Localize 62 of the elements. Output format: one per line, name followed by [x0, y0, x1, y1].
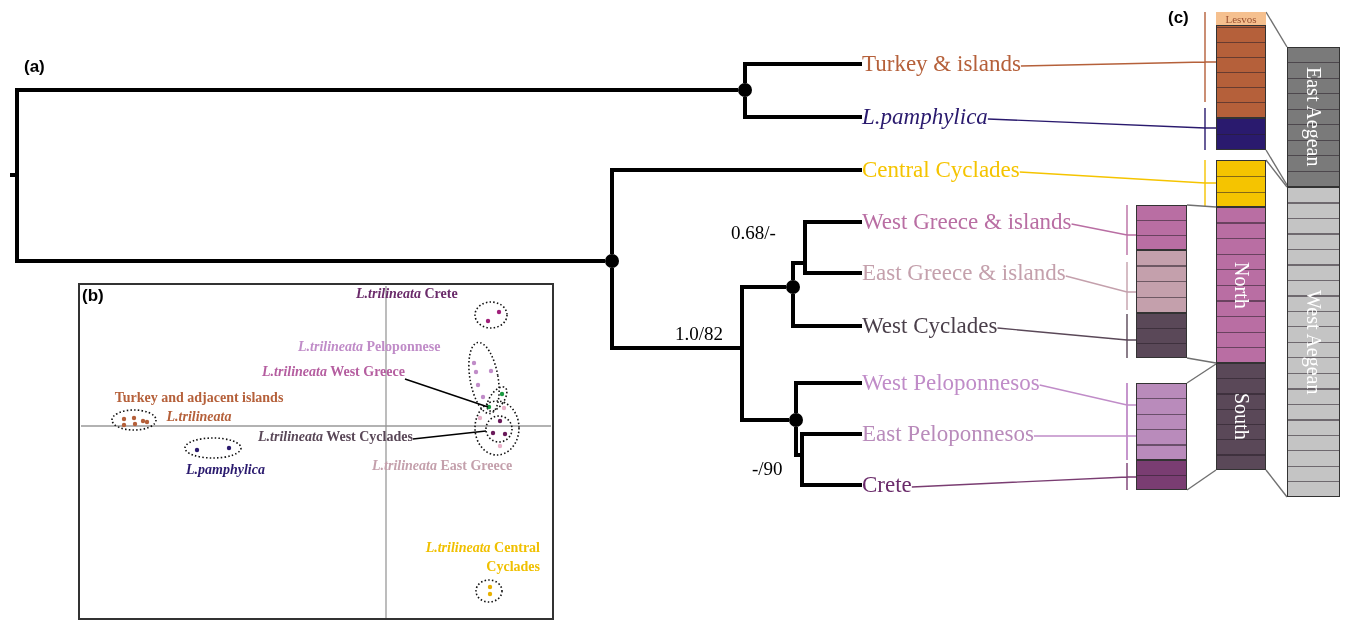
bar-segment: [1216, 12, 1266, 118]
cluster-bar: North: [1216, 207, 1266, 363]
bar-segment: [1216, 118, 1266, 150]
plot-label: L.trilineata West Cyclades: [258, 427, 413, 446]
leader-line: [412, 430, 487, 440]
taxon-label: West Cyclades: [862, 311, 998, 341]
bar-segment: [1136, 205, 1187, 250]
tree-branch: [743, 62, 862, 83]
panel-label: (b): [82, 286, 104, 306]
connector-line: [1186, 204, 1217, 208]
tree-branch: [610, 168, 862, 254]
bar-segment: [1136, 250, 1187, 313]
support-value: 0.68/-: [731, 222, 776, 244]
tree-branch: [791, 294, 862, 328]
taxon-label: East Greece & islands: [862, 258, 1066, 288]
taxon-label: East Peloponnesos: [862, 419, 1034, 449]
connector-line: [1186, 363, 1217, 384]
cluster-bar: West Aegean: [1287, 187, 1340, 497]
leader-line: [1020, 11, 1217, 103]
node-dot: [605, 254, 619, 268]
leader-line: [404, 378, 489, 408]
connector-line: [1265, 469, 1288, 498]
panel-label: (c): [1168, 8, 1189, 28]
connector-line: [1186, 469, 1217, 491]
taxon-label: Turkey & islands: [862, 49, 1021, 79]
bar-segment: [1136, 460, 1187, 490]
leader-line: [996, 313, 1137, 359]
node-dot: [789, 413, 803, 427]
plot-label: L.trilineata Central Cyclades: [424, 539, 540, 576]
connector-line: [1186, 357, 1217, 364]
leader-line: [1070, 204, 1137, 256]
connector-line: [1265, 159, 1288, 188]
tree-branch: [743, 97, 862, 119]
support-value: 1.0/82: [675, 323, 724, 345]
bar-segment: [1216, 160, 1266, 207]
tree-branch: [794, 381, 862, 413]
leader-line: [911, 462, 1137, 491]
taxon-label: L.pamphylica: [862, 102, 988, 132]
bar-cell: Lesvos: [1216, 12, 1266, 26]
plot-label: L.pamphylica: [186, 461, 265, 479]
connector-line: [1265, 149, 1288, 186]
leader-line: [987, 107, 1217, 151]
connector-line: [1265, 11, 1288, 48]
leader-line: [1019, 159, 1217, 207]
cluster-bar: South: [1216, 363, 1266, 470]
cluster-bar: East Aegean: [1287, 47, 1340, 187]
plot-label: L.trilineata Crete: [356, 285, 458, 303]
bar-segment: [1136, 313, 1187, 358]
panel-label: (a): [24, 57, 45, 77]
tree-branch: [9, 173, 605, 263]
plot-label: Turkey and adjacent islands L.trilineata: [113, 389, 285, 426]
tree-branch: [791, 261, 862, 280]
taxon-label: Crete: [862, 470, 912, 500]
node-dot: [786, 280, 800, 294]
leader-line: [1065, 261, 1137, 311]
node-dot: [738, 83, 752, 97]
bar-segment: [1136, 383, 1187, 460]
taxon-label: Central Cyclades: [862, 155, 1020, 185]
support-value: -/90: [752, 458, 783, 480]
plot-label: L.trilineata West Greece: [262, 362, 405, 381]
taxon-label: West Greece & islands: [862, 207, 1072, 237]
taxon-label: West Peloponnesos: [862, 368, 1040, 398]
